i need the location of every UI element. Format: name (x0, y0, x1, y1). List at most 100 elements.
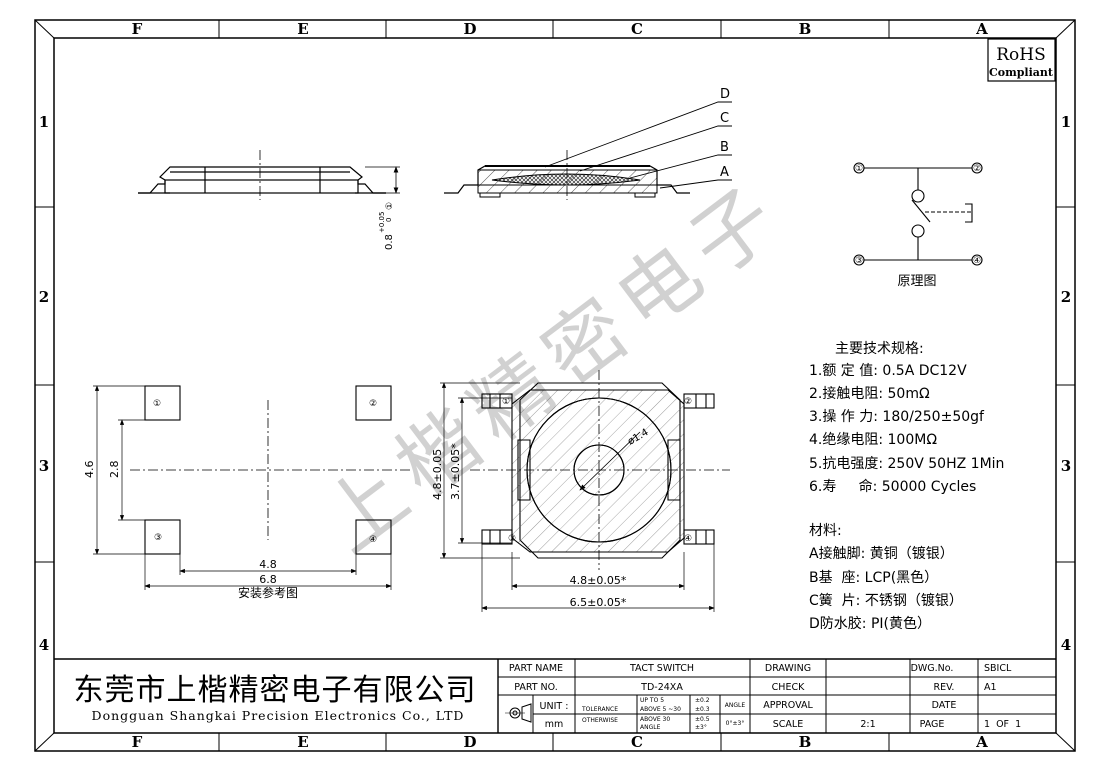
title-block-fields: PART NAME TACT SWITCH PART NO. TD-24XA U… (509, 663, 1021, 731)
spec-line: 4.绝缘电阻: 100MΩ (809, 432, 937, 448)
col-label-bottom: F (132, 733, 143, 751)
col-label-top: F (132, 20, 143, 38)
otherwise-label: OTHERWISE (582, 717, 618, 724)
spec-line: 5.抗电强度: 250V 50HZ 1Min (809, 456, 1004, 472)
rohs-title: RoHS (996, 45, 1046, 65)
part-no-label: PART NO. (514, 682, 558, 693)
mounting-caption: 安装参考图 (238, 585, 298, 600)
dim-total-width: 6.5±0.05* (570, 596, 627, 609)
circuit-schematic (853, 162, 983, 266)
thickness-value: 0.8 (384, 234, 395, 250)
schem-pin-2: ② (973, 164, 981, 174)
page-label: PAGE (920, 719, 945, 730)
schem-pin-3: ③ (855, 256, 863, 266)
tol-row-label: ANGLE (640, 724, 661, 731)
materials: 材料: A接触脚: 黄铜（镀银） B基 座: LCP(黑色） C簧 片: 不锈钢… (809, 523, 963, 632)
page-value: 1 OF 1 (984, 719, 1021, 730)
section-view (444, 150, 690, 200)
top-view (440, 370, 730, 612)
col-label-bottom: A (975, 733, 988, 751)
row-label-left: 4 (39, 636, 49, 654)
spec-line: 3.操 作 力: 180/250±50gf (809, 409, 985, 425)
part-name-value: TACT SWITCH (629, 663, 694, 674)
thickness-note: ① (385, 202, 395, 210)
thickness-tol-lower: 0 (385, 218, 393, 222)
col-label-bottom: D (463, 733, 476, 751)
material-line: B基 座: LCP(黑色） (809, 569, 938, 586)
dwg-no-label: DWG.No. (911, 663, 954, 674)
spec-line: 2.接触电阻: 50mΩ (809, 385, 930, 402)
schem-pin-1: ① (855, 164, 863, 174)
material-line: A接触脚: 黄铜（镀银） (809, 545, 954, 562)
material-line: D防水胶: PI(黄色） (809, 615, 931, 632)
terminal-number: ③ (508, 534, 516, 544)
thickness-tol-upper: +0.05 (378, 212, 386, 233)
callout-a: A (720, 165, 729, 180)
unit-value: mm (545, 719, 564, 730)
pad-number: ③ (154, 533, 162, 543)
row-label-left: 2 (39, 288, 49, 306)
part-name-label: PART NAME (509, 663, 563, 674)
date-label: DATE (932, 700, 957, 711)
top-view-terminal-numbers: ① ② ③ ④ (502, 397, 692, 544)
dim-pad-outer-width: 6.8 (259, 573, 277, 586)
tol-row-value: ±3° (695, 724, 707, 731)
tol-row-value: ±0.2 (695, 697, 710, 704)
col-label-top: C (631, 20, 643, 38)
thickness-dimension: 0.8 +0.05 0 ① (378, 202, 395, 250)
rohs-subtitle: Compliant (989, 66, 1054, 79)
row-label-right: 2 (1061, 288, 1071, 306)
approval-label: APPROVAL (763, 700, 813, 711)
specifications: 主要技术规格: 1.额 定 值: 0.5A DC12V 2.接触电阻: 50mΩ… (809, 341, 1004, 495)
tolerance-label: TOLERANCE (581, 706, 618, 713)
angle-label: ANGLE (725, 702, 746, 709)
rev-value: A1 (984, 682, 997, 693)
spec-line: 6.寿 命: 50000 Cycles (809, 478, 976, 495)
schematic-caption: 原理图 (897, 274, 936, 289)
drawing-frame (34, 19, 1076, 752)
tol-row-label: ABOVE 30 (640, 716, 670, 723)
unit-label: UNIT : (540, 701, 569, 712)
callout-b: B (720, 140, 729, 155)
materials-title: 材料: (809, 523, 842, 539)
row-label-left: 1 (39, 113, 49, 131)
terminal-number: ② (684, 397, 692, 407)
row-label-right: 4 (1061, 636, 1071, 654)
company-name-cn: 东莞市上楷精密电子有限公司 (74, 673, 477, 708)
col-label-top: D (463, 20, 476, 38)
row-label-right: 3 (1061, 457, 1071, 475)
pad-number: ① (153, 399, 161, 409)
dim-pad-inner-width: 4.8 (259, 558, 277, 571)
tol-row-value: ±0.5 (695, 716, 710, 723)
rev-label: REV. (934, 682, 955, 693)
part-no-value: TD-24XA (640, 682, 683, 693)
dim-body-height: 4.8±0.05 (431, 449, 444, 500)
footprint-dims: 4.6 2.8 4.8 6.8 (83, 461, 277, 587)
title-block (54, 658, 1056, 733)
col-label-top: A (975, 20, 988, 38)
angle-value: 0°±3° (726, 720, 745, 727)
col-label-top: E (297, 20, 308, 38)
dwg-no-value: SBICL (984, 663, 1012, 674)
row-label-right: 1 (1061, 113, 1071, 131)
material-line: C簧 片: 不锈钢（镀银） (809, 592, 963, 609)
tol-row-label: UP TO 5 (640, 697, 664, 704)
side-view (138, 150, 400, 200)
dim-pad-outer-height: 4.6 (83, 461, 96, 479)
col-label-bottom: B (799, 733, 812, 751)
frame-row-labels: 1 2 3 4 1 2 3 4 (39, 113, 1071, 654)
drawing-label: DRAWING (765, 663, 811, 674)
frame-column-labels: F E D C B A F E D C B A (132, 20, 989, 751)
pad-number: ② (369, 399, 377, 409)
callout-d: D (720, 87, 730, 102)
row-label-left: 3 (39, 457, 49, 475)
specs-title: 主要技术规格: (835, 341, 924, 357)
scale-value: 2:1 (860, 719, 875, 730)
dim-body-width: 4.8±0.05* (570, 574, 627, 587)
terminal-number: ① (502, 397, 510, 407)
terminal-number: ④ (684, 534, 692, 544)
rohs-badge: RoHS Compliant (987, 38, 1056, 82)
col-label-bottom: E (297, 733, 308, 751)
tol-row-value: ±0.3 (695, 706, 710, 713)
